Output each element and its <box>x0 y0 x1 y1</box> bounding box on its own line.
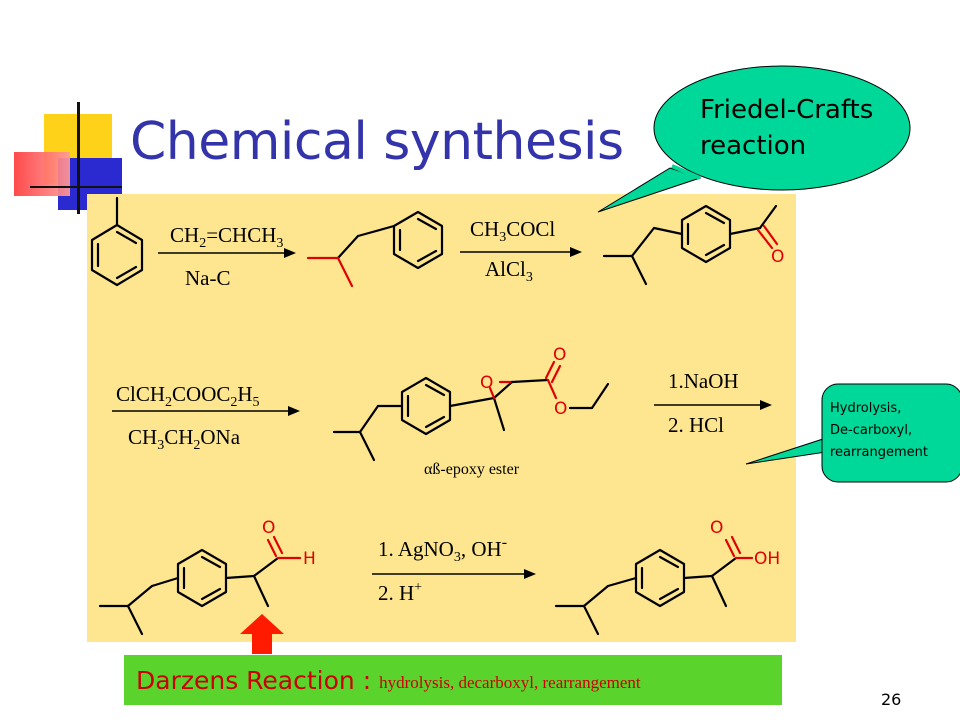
aldehyde-molecule: O H <box>98 518 316 636</box>
svg-text:1. AgNO3, OH-: 1. AgNO3, OH- <box>378 534 507 565</box>
isobutylbenzene-molecule <box>306 210 444 288</box>
friedel-crafts-callout: Friedel-Crafts reaction <box>597 65 911 213</box>
svg-text:2. HCl: 2. HCl <box>668 413 724 437</box>
hydrolysis-callout: Hydrolysis, De-carboxyl, rearrangement <box>745 383 960 483</box>
epoxy-ester-molecule: O O O <box>332 345 610 462</box>
svg-text:O: O <box>554 399 567 419</box>
deco-vertical-line <box>77 102 80 214</box>
ibuprofen-molecule: O OH <box>554 518 780 636</box>
svg-text:rearrangement: rearrangement <box>830 445 928 460</box>
reaction-arrow-1: CH2=CHCH3 Na-C <box>158 223 296 290</box>
darzens-reaction-bar: Darzens Reaction : hydrolysis, decarboxy… <box>124 655 782 705</box>
svg-text:AlCl3: AlCl3 <box>485 257 533 285</box>
toluene-molecule <box>90 196 144 287</box>
svg-text:O: O <box>262 518 275 538</box>
reaction-arrow-2: CH3COCl AlCl3 <box>460 217 582 285</box>
epoxy-ester-label: αß-epoxy ester <box>424 461 520 478</box>
page-title: Chemical synthesis <box>130 112 624 172</box>
reaction-arrow-4: 1.NaOH 2. HCl <box>654 369 772 437</box>
svg-text:OH: OH <box>754 549 780 569</box>
svg-text:1.NaOH: 1.NaOH <box>668 369 739 393</box>
isobutylacetophenone-molecule: O <box>602 204 784 286</box>
svg-text:Hydrolysis,: Hydrolysis, <box>830 401 901 416</box>
svg-text:De-carboxyl,: De-carboxyl, <box>830 423 912 438</box>
darzens-reaction-detail: hydrolysis, decarboxyl, rearrangement <box>379 673 641 692</box>
svg-text:2. H+: 2. H+ <box>378 580 422 605</box>
svg-text:CH2=CHCH3: CH2=CHCH3 <box>170 223 283 251</box>
page-number: 26 <box>881 690 902 709</box>
reaction-arrow-3: ClCH2COOC2H5 CH3CH2ONa <box>112 382 300 453</box>
deco-red-square <box>14 152 70 196</box>
svg-text:Na-C: Na-C <box>185 266 231 290</box>
reaction-arrow-5: 1. AgNO3, OH- 2. H+ <box>372 534 536 605</box>
svg-text:O: O <box>553 345 566 365</box>
svg-text:CH3CH2ONa: CH3CH2ONa <box>128 425 241 453</box>
svg-text:Friedel-Crafts: Friedel-Crafts <box>700 95 873 125</box>
svg-text:CH3COCl: CH3COCl <box>470 217 555 245</box>
darzens-reaction-title: Darzens Reaction : <box>136 665 372 695</box>
svg-text:H: H <box>303 549 316 569</box>
svg-text:O: O <box>480 373 493 393</box>
svg-text:O: O <box>710 518 723 538</box>
svg-text:ClCH2COOC2H5: ClCH2COOC2H5 <box>116 382 260 410</box>
up-arrow-icon <box>240 614 284 654</box>
svg-text:O: O <box>771 247 784 267</box>
svg-text:reaction: reaction <box>700 131 806 161</box>
deco-horizontal-line <box>30 186 122 188</box>
